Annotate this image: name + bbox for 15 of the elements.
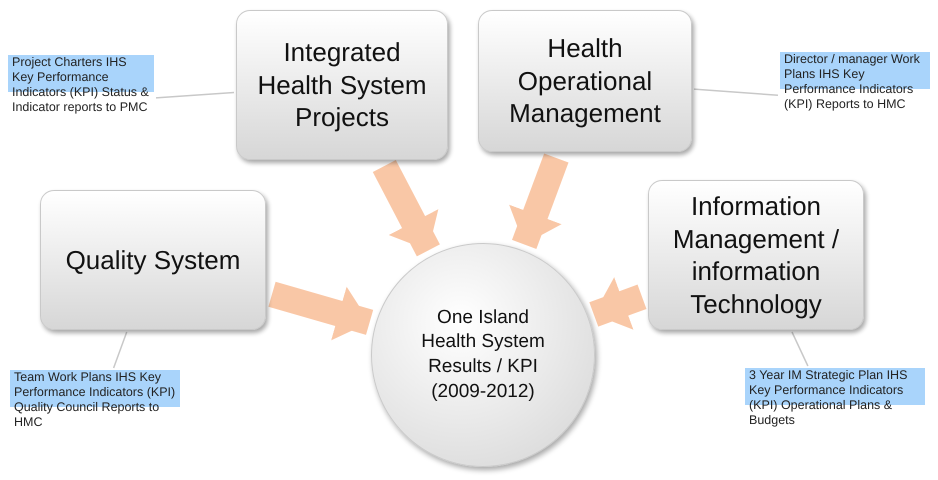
block-arrow xyxy=(509,153,569,249)
block-arrow xyxy=(268,282,374,340)
connector-line xyxy=(791,332,809,366)
process-box: Integrated Health System Projects xyxy=(236,10,448,160)
process-box: Information Management / information Technology xyxy=(648,180,864,330)
connector-line xyxy=(694,88,778,96)
note-text: 3 Year IM Strategic Plan IHS Key Performance Indicators (KPI) Operational Plans & Budgets xyxy=(745,368,925,428)
connector-line xyxy=(112,332,128,368)
note-text: Project Charters IHS Key Performance Indicators (KPI) Status & Indicator reports to PMC xyxy=(8,55,154,115)
block-arrow xyxy=(372,160,440,256)
connector-line xyxy=(156,92,234,99)
block-arrow xyxy=(589,277,646,330)
process-box: Quality System xyxy=(40,190,266,330)
note-text: Director / manager Work Plans IHS Key Performance Indicators (KPI) Reports to HMC xyxy=(780,52,930,112)
process-box: Health Operational Management xyxy=(478,10,692,152)
